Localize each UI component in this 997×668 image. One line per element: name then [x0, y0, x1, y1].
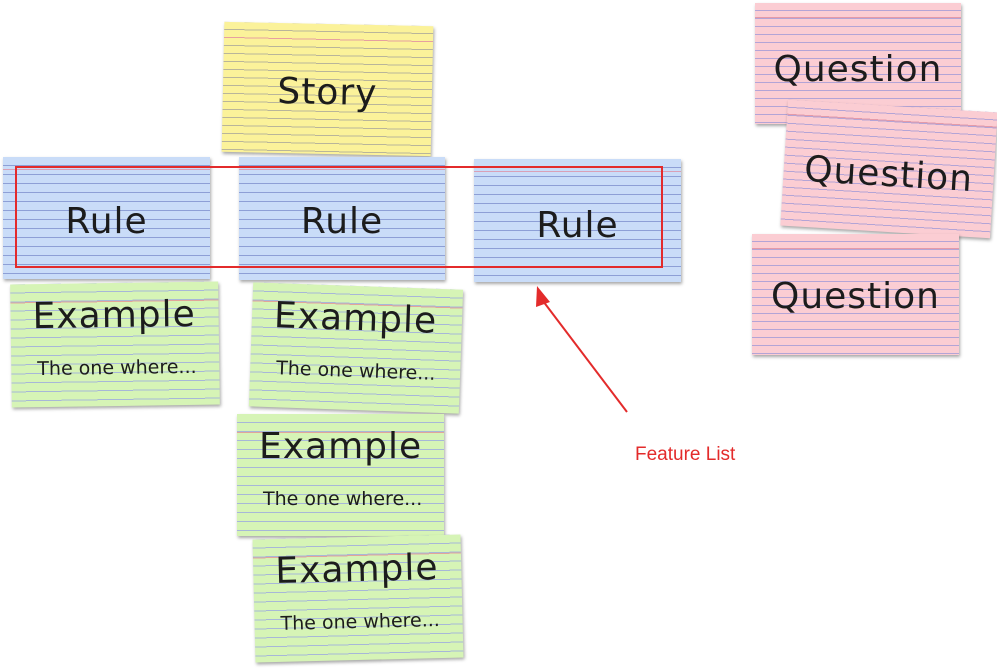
arrow-head-icon — [536, 286, 550, 307]
question-label: Question — [770, 276, 940, 317]
question-card: Question — [752, 234, 959, 355]
rule-label: Rule — [300, 201, 384, 242]
feature-list-frame — [15, 166, 663, 268]
rule-label: Rule — [65, 201, 148, 242]
rule-card: Rule — [3, 157, 210, 279]
rule-card: Rule — [239, 157, 445, 280]
rule-label: Rule — [536, 205, 619, 246]
question-label: Question — [773, 49, 943, 90]
example-title: Example — [259, 426, 423, 467]
arrow-shaft — [542, 300, 628, 413]
rule-card: Rule — [474, 159, 681, 282]
example-subtitle: The one where... — [263, 488, 423, 510]
example-card: Example The one where... — [237, 414, 444, 536]
feature-list-label: Feature List — [635, 444, 736, 465]
